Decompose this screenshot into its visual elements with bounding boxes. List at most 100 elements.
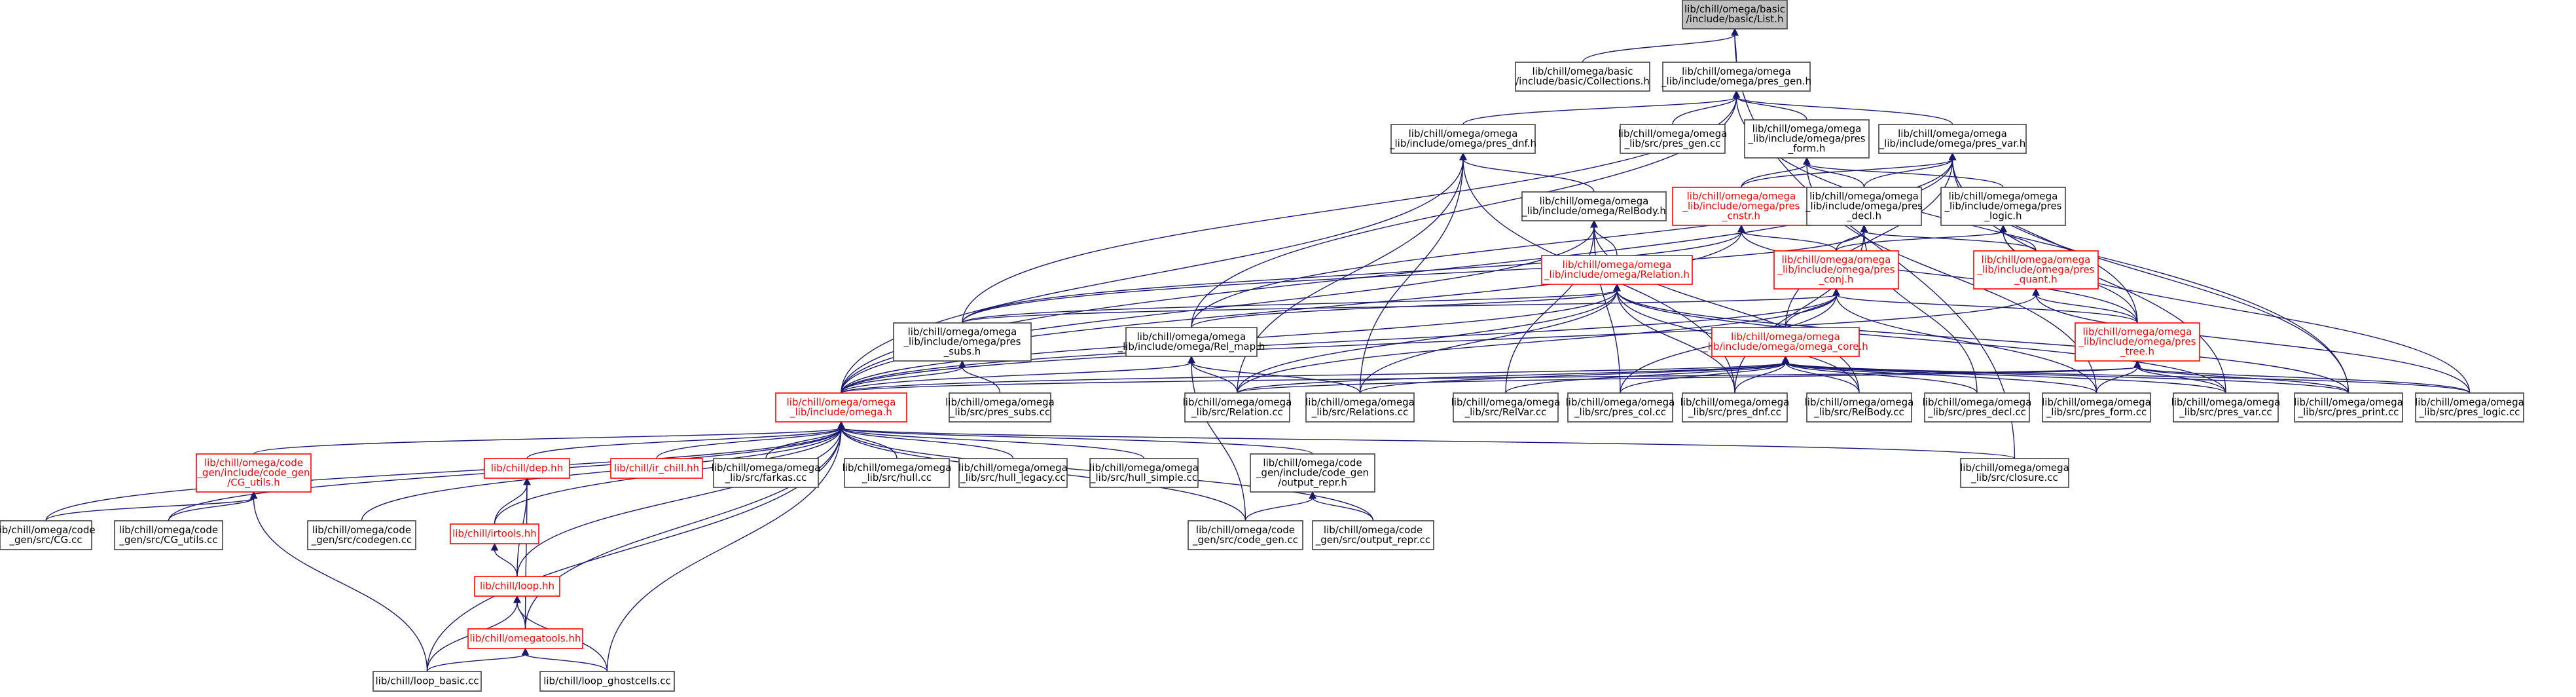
node-ir-chill[interactable]: lib/chill/ir_chill.hh — [610, 458, 703, 479]
node-label-line: _lib/include/omega/pres — [1777, 264, 1895, 276]
node-hull-simple-cc[interactable]: lib/chill/omega/omega_lib/src/hull_simpl… — [1089, 458, 1199, 488]
node-label-line: _lib/src/pres_decl.cc — [1927, 406, 2026, 419]
node-omega-h[interactable]: lib/chill/omega/omega_lib/include/omega.… — [775, 392, 907, 423]
node-cg-utils-cc[interactable]: lib/chill/omega/code_gen/src/CG_utils.cc — [114, 520, 223, 550]
node-label-line: _lib/src/pres_subs.cc — [949, 406, 1050, 419]
node-box — [1973, 250, 2099, 290]
node-label-line: lib/chill/omega/omega — [1089, 462, 1199, 474]
node-label-line: lib/chill/dep.hh — [491, 462, 563, 474]
node-pres-dnf-cc[interactable]: lib/chill/omega/omega_lib/src/pres_dnf.c… — [1680, 392, 1790, 423]
node-farkas-cc[interactable]: lib/chill/omega/omega_lib/src/farkas.cc — [712, 458, 821, 488]
node-hull-cc[interactable]: lib/chill/omega/omega_lib/src/hull.cc — [843, 458, 952, 488]
node-relbody-h[interactable]: lib/chill/omega/omega_lib/include/omega/… — [1521, 191, 1667, 221]
nodes-layer: lib/chill/omega/basic/include/basic/List… — [0, 0, 2524, 692]
node-pres-decl-h[interactable]: lib/chill/omega/omega_lib/include/omega/… — [1805, 187, 1923, 226]
node-label-line: _lib/include/omega/pres — [903, 336, 1021, 348]
edge-arrowhead — [1948, 152, 1957, 160]
node-label-line: lib/chill/omega/omega — [1687, 191, 1796, 202]
edge-arrowhead — [513, 595, 521, 603]
node-label-line: lib/chill/omega/code — [204, 457, 303, 469]
node-loop-basic-cc[interactable]: lib/chill/loop_basic.cc — [372, 671, 482, 692]
node-pres-quant-h[interactable]: lib/chill/omega/omega_lib/include/omega/… — [1973, 250, 2099, 290]
edge-arrowhead — [1832, 288, 1840, 296]
node-irtools-hh[interactable]: lib/chill/irtools.hh — [450, 523, 539, 544]
node-loop-ghostcells-cc[interactable]: lib/chill/loop_ghostcells.cc — [539, 671, 675, 692]
node-label-line: lib/chill/omega/omega — [945, 396, 1055, 408]
node-relvar-cc[interactable]: lib/chill/omega/omega_lib/src/RelVar.cc — [1451, 392, 1561, 423]
include-edge — [2137, 366, 2349, 394]
node-pres-logic-cc[interactable]: lib/chill/omega/omega_lib/src/pres_logic… — [2415, 392, 2524, 423]
node-label-line: _logic.h — [1984, 210, 2022, 223]
node-pres-subs-h[interactable]: lib/chill/omega/omega_lib/include/omega/… — [893, 322, 1032, 362]
node-cg-utils-h[interactable]: lib/chill/omega/code_gen/include/code_ge… — [196, 453, 312, 493]
node-relation-h[interactable]: lib/chill/omega/omega_lib/include/omega/… — [1541, 255, 1693, 285]
node-label-line: _form.h — [1788, 143, 1826, 155]
node-label-line: lib/chill/omega/omega — [1898, 128, 2007, 140]
node-box — [1390, 124, 1536, 154]
node-hull-legacy-cc[interactable]: lib/chill/omega/omega_lib/src/hull_legac… — [958, 458, 1068, 488]
node-list[interactable]: lib/chill/omega/basic/include/basic/List… — [1682, 0, 1788, 29]
edge-arrowhead — [958, 360, 966, 368]
node-cg-cc[interactable]: lib/chill/omega/code_gen/src/CG.cc — [0, 520, 96, 550]
node-label-line: _lib/src/pres_logic.cc — [2419, 406, 2520, 419]
node-omega-core-h[interactable]: lib/chill/omega/omega_lib/include/omega/… — [1702, 327, 1868, 357]
node-pres-dnf-h[interactable]: lib/chill/omega/omega_lib/include/omega/… — [1389, 124, 1536, 154]
include-edge — [962, 231, 1742, 324]
node-relation-cc[interactable]: lib/chill/omega/omega_lib/src/Relation.c… — [1183, 392, 1292, 423]
node-codegen-cc[interactable]: lib/chill/omega/code_gen/src/codegen.cc — [307, 520, 416, 550]
node-code-gen-cc[interactable]: lib/chill/omega/code_gen/src/code_gen.cc — [1188, 520, 1303, 550]
node-label-line: lib/chill/omega/omega — [1809, 191, 1919, 202]
include-edge — [1462, 159, 1595, 193]
node-pres-var-h[interactable]: lib/chill/omega/omega_lib/include/omega/… — [1878, 124, 2027, 154]
node-box — [610, 458, 703, 479]
node-pres-decl-cc[interactable]: lib/chill/omega/omega_lib/src/pres_decl.… — [1923, 392, 2032, 423]
node-loop-hh[interactable]: lib/chill/loop.hh — [474, 576, 560, 597]
node-pres-form-cc[interactable]: lib/chill/omega/omega_lib/src/pres_form.… — [2042, 392, 2151, 423]
node-pres-form-h[interactable]: lib/chill/omega/omega_lib/include/omega/… — [1744, 119, 1870, 159]
node-pres-subs-cc[interactable]: lib/chill/omega/omega_lib/src/pres_subs.… — [945, 392, 1055, 423]
node-pres-gen-h[interactable]: lib/chill/omega/omega_lib/include/omega/… — [1661, 62, 1811, 92]
node-output-repr-h[interactable]: lib/chill/omega/code_gen/include/code_ge… — [1250, 453, 1375, 493]
node-label-line: _lib/include/omega/pres_gen.h — [1661, 75, 1811, 88]
node-collections[interactable]: lib/chill/omega/basic/include/basic/Coll… — [1515, 62, 1650, 92]
node-output-repr-cc[interactable]: lib/chill/omega/code_gen/src/output_repr… — [1312, 520, 1434, 550]
node-box — [372, 671, 482, 692]
node-box — [450, 523, 539, 544]
node-label-line: lib/chill/omega/omega — [1752, 123, 1862, 135]
node-pres-print-cc[interactable]: lib/chill/omega/omega_lib/src/pres_print… — [2294, 392, 2403, 423]
edges-layer — [45, 28, 2471, 672]
node-label-line: _subs.h — [943, 346, 981, 358]
node-label-line: _conj.h — [1819, 274, 1854, 286]
include-edge — [1616, 290, 1735, 394]
node-box — [1940, 187, 2066, 226]
include-edge — [841, 427, 1313, 455]
node-label-line: _lib/include/omega/pres — [1944, 200, 2062, 213]
node-pres-gen-cc[interactable]: lib/chill/omega/omega_lib/src/pres_gen.c… — [1618, 124, 1728, 154]
node-box — [1672, 187, 1811, 226]
include-edge — [1616, 290, 2349, 394]
node-label-line: lib/chill/ir_chill.hh — [614, 462, 699, 475]
node-label-line: _lib/src/RelVar.cc — [1464, 406, 1547, 419]
node-closure-cc[interactable]: lib/chill/omega/omega_lib/src/closure.cc — [1960, 458, 2069, 488]
include-edge — [426, 654, 526, 672]
node-pres-logic-h[interactable]: lib/chill/omega/omega_lib/include/omega/… — [1940, 187, 2066, 226]
node-box — [775, 392, 907, 423]
node-label-line: lib/chill/omega/code — [1324, 524, 1423, 536]
node-pres-col-cc[interactable]: lib/chill/omega/omega_lib/src/pres_col.c… — [1566, 392, 1675, 423]
include-edge — [841, 294, 1837, 394]
node-relbody-cc[interactable]: lib/chill/omega/omega_lib/src/RelBody.cc — [1805, 392, 1914, 423]
node-relations-cc[interactable]: lib/chill/omega/omega_lib/src/Relations.… — [1305, 392, 1415, 423]
node-omegatools-hh[interactable]: lib/chill/omegatools.hh — [467, 628, 583, 649]
node-pres-conj-h[interactable]: lib/chill/omega/omega_lib/include/omega/… — [1773, 250, 1899, 290]
node-dep-hh[interactable]: lib/chill/dep.hh — [484, 458, 570, 479]
node-pres-tree-h[interactable]: lib/chill/omega/omega_lib/include/omega/… — [2075, 322, 2200, 362]
node-label-line: _lib/include/omega/pres — [1748, 133, 1866, 145]
include-edge — [1312, 497, 1374, 521]
node-label-line: _lib/src/farkas.cc — [725, 472, 807, 484]
node-label-line: lib/chill/omega/omega — [712, 462, 821, 474]
node-rel-map-h[interactable]: lib/chill/omega/omega_lib/include/omega/… — [1117, 327, 1265, 357]
include-edge — [1237, 159, 1464, 394]
node-pres-cnstr-h[interactable]: lib/chill/omega/omega_lib/include/omega/… — [1672, 187, 1811, 226]
node-label-line: lib/chill/omega/basic — [1684, 3, 1785, 15]
node-pres-var-cc[interactable]: lib/chill/omega/omega_lib/src/pres_var.c… — [2171, 392, 2281, 423]
